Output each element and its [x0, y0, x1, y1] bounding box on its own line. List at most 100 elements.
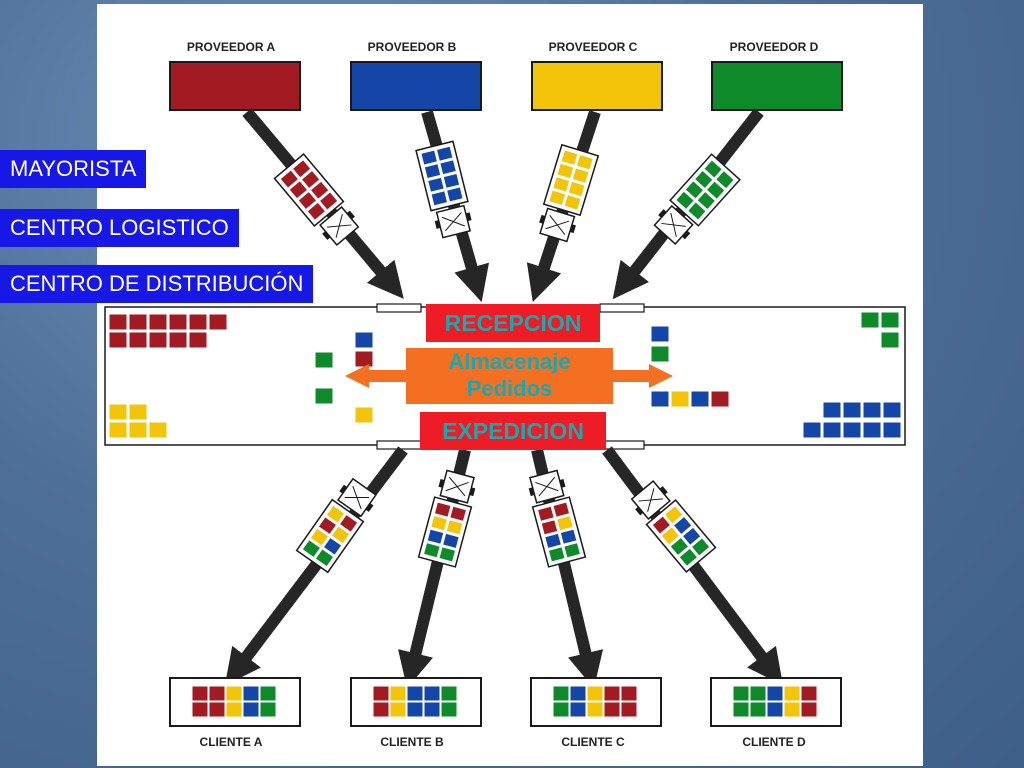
client-order-pallet: [406, 701, 424, 718]
outbound-truck-d-pallet: [663, 504, 684, 525]
outbound-truck-a-cab-line: [344, 496, 370, 499]
supplier-label-c: PROVEEDOR C: [548, 40, 638, 54]
inbound-truck-a-pallet: [318, 191, 339, 211]
outbound-truck-c-pallet: [563, 541, 582, 559]
outbound-truck-d-cab-line: [647, 488, 655, 512]
inbound-truck-d-pallet: [684, 180, 705, 200]
inbound-truck-c-cab-line: [545, 220, 570, 230]
outbound-truck-d-pallet: [669, 536, 690, 557]
supplier-label-a: PROVEEDOR A: [186, 40, 276, 54]
stored-pallet: [128, 313, 148, 331]
inbound-truck-b-pallet: [427, 176, 445, 193]
outbound-truck-d: [630, 479, 717, 574]
supplier-box-a: [169, 61, 301, 111]
stored-pallet: [882, 401, 902, 419]
inbound-truck-c-pallet: [575, 153, 594, 171]
client-order-pallet: [208, 701, 226, 718]
stored-pallet: [882, 421, 902, 439]
client-order-pallet: [766, 701, 784, 718]
outbound-truck-a-pallet: [322, 536, 343, 556]
inbound-truck-c-pallet: [556, 162, 575, 180]
inbound-truck-a: [273, 152, 360, 247]
client-order-pallet: [800, 701, 818, 718]
outbound-truck-b-pallet: [445, 519, 464, 536]
stored-pallet: [842, 421, 862, 439]
client-label-c: CLIENTE C: [561, 735, 625, 749]
inbound-truck-a-pallet: [309, 180, 330, 201]
stored-pallet: [650, 390, 670, 408]
client-label-a: CLIENTE A: [199, 735, 263, 749]
supplier-label-d: PROVEEDOR D: [729, 40, 819, 54]
client-order-pallet: [225, 685, 243, 702]
client-order-pallet: [783, 685, 801, 702]
stored-pallet: [690, 390, 710, 408]
outbound-truck-b-pallet: [433, 501, 452, 518]
client-label-b: CLIENTE B: [380, 735, 444, 749]
outbound-truck-b-pallet: [430, 514, 449, 532]
client-order-pallet: [208, 685, 226, 702]
stored-pallet: [128, 421, 148, 439]
client-order-pallet: [406, 685, 424, 702]
dock-door: [599, 303, 645, 313]
inbound-truck-c-pallet: [552, 175, 571, 193]
outbound-truck-c-pallet: [552, 501, 571, 518]
outbound-truck-c: [528, 469, 587, 568]
client-order-pallet: [389, 685, 407, 702]
inbound-truck-d-pallet: [675, 190, 695, 211]
outbound-truck-b-pallet: [426, 528, 445, 545]
stored-pallet: [148, 421, 168, 439]
inbound-truck-d-pallet: [703, 159, 724, 179]
inbound-truck-d-wheel: [658, 209, 667, 218]
client-order-pallet: [732, 701, 750, 718]
outbound-truck-d-pallet: [678, 547, 699, 568]
inbound-truck-c-pallet: [571, 167, 590, 185]
inbound-truck-c-wheel: [569, 224, 576, 234]
stored-pallet: [822, 401, 842, 419]
outbound-truck-c-pallet: [555, 514, 574, 532]
stored-pallet: [168, 313, 188, 331]
inbound-truck-b-cab-line: [444, 212, 462, 232]
client-label-d: CLIENTE D: [742, 735, 806, 749]
client-order-pallet: [372, 685, 390, 702]
stored-pallet: [842, 401, 862, 419]
inbound-truck-c-pallet: [563, 194, 582, 211]
client-order-pallet: [423, 701, 441, 718]
stored-pallet: [128, 403, 148, 421]
stored-pallet: [314, 351, 334, 369]
almacenaje-arrow-right: [609, 364, 673, 388]
client-order-pallet: [749, 701, 767, 718]
inbound-truck-b-pallet: [439, 159, 457, 176]
pedidos-label: Pedidos: [466, 376, 553, 401]
stored-pallet: [354, 406, 374, 424]
outbound-truck-d-pallet: [681, 526, 702, 547]
client-order-pallet: [440, 701, 458, 718]
inbound-truck-a-pallet: [291, 158, 312, 179]
stored-pallet: [314, 387, 334, 405]
outbound-truck-a-pallet: [330, 525, 351, 545]
stored-pallet: [148, 331, 168, 349]
outbound-truck-d-pallet: [690, 537, 711, 557]
client-order-pallet: [620, 685, 638, 702]
inbound-truck-d-pallet: [705, 180, 726, 200]
client-order-pallet: [800, 685, 818, 702]
inbound-truck-a-pallet: [288, 179, 309, 200]
outbound-truck-d-wheel: [635, 506, 644, 516]
client-order-pallet: [440, 685, 458, 702]
centro-logistico-tag: CENTRO LOGISTICO: [0, 209, 239, 247]
inbound-truck-a-pallet: [297, 190, 318, 211]
inbound-truck-d-pallet: [693, 169, 714, 190]
outbound-truck-a-pallet: [301, 538, 322, 559]
stored-pallet: [354, 350, 374, 368]
almacenaje-arrow-left: [345, 364, 409, 388]
inbound-truck-b-pallet: [423, 163, 442, 180]
inbound-truck-d-wheel: [681, 230, 691, 240]
stored-pallet: [860, 311, 880, 329]
client-order-pallet: [552, 685, 570, 702]
diagram-panel: PROVEEDOR A PROVEEDOR B PROVEEDOR C PROV…: [97, 4, 923, 766]
stored-pallet: [650, 325, 670, 343]
inbound-truck-b-pallet: [430, 190, 449, 207]
client-order-pallet: [259, 685, 277, 702]
stored-pallet: [128, 331, 148, 349]
client-order-pallet: [586, 685, 604, 702]
inbound-truck-b-pallet: [442, 172, 461, 189]
